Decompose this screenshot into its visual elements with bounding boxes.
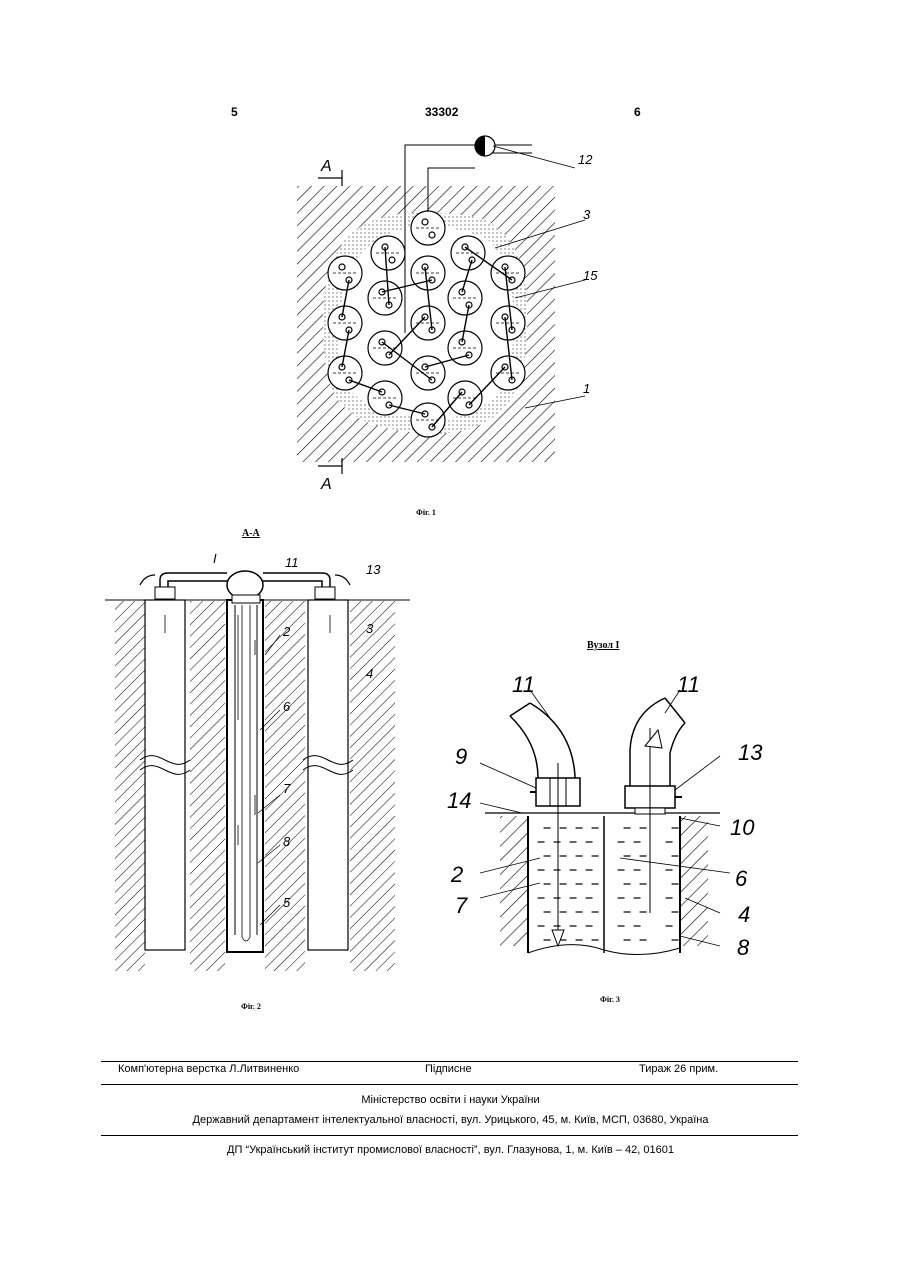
footer-rule-2	[101, 1084, 798, 1085]
well-inlet	[422, 219, 428, 225]
fig2-label-11: 11	[285, 555, 299, 570]
fig3-label-6: 6	[735, 866, 747, 892]
fig2-label-13: 13	[366, 562, 380, 577]
fig3-title: Вузол І	[587, 640, 619, 651]
fig2-caption: Фіг. 2	[241, 1002, 261, 1011]
footer-rule-3	[101, 1135, 798, 1136]
ministry-line: Міністерство освіти і науки України	[0, 1094, 901, 1106]
label-12: 12	[578, 152, 592, 167]
fig1-drawing	[280, 128, 620, 500]
circulation: Тираж 26 прим.	[639, 1063, 718, 1075]
fig3-label-10: 10	[730, 815, 754, 841]
fig3-label-11a: 11	[512, 672, 535, 698]
fig3-label-2: 2	[451, 862, 463, 888]
label-1: 1	[583, 381, 590, 396]
well-outlet	[389, 257, 395, 263]
well-outlet	[429, 232, 435, 238]
layout-credit: Комп'ютерна верстка Л.Литвиненко	[118, 1063, 299, 1075]
fig3-label-4: 4	[738, 902, 750, 928]
fig3-label-8: 8	[737, 935, 749, 961]
left-page-number: 5	[231, 105, 238, 119]
right-page-number: 6	[634, 105, 641, 119]
fig2-drawing	[100, 545, 420, 975]
signed-note: Підписне	[425, 1063, 472, 1075]
fig2-label-8: 8	[283, 834, 290, 849]
fig2-label-7: 7	[283, 781, 290, 796]
fig1-caption: Фіг. 1	[416, 508, 436, 517]
department-line: Державний департамент інтелектуальної вл…	[0, 1114, 901, 1126]
fig3-label-13: 13	[738, 740, 762, 766]
label-3: 3	[583, 207, 590, 222]
fig2-label-I: I	[213, 551, 217, 566]
fig2-label-6: 6	[283, 699, 290, 714]
patent-number: 33302	[425, 105, 458, 119]
fig3-caption: Фіг. 3	[600, 995, 620, 1004]
label-15: 15	[583, 268, 597, 283]
institute-line: ДП “Український інститут промислової вла…	[0, 1144, 901, 1156]
section-mark-bottom: А	[321, 476, 332, 494]
fig3-label-11b: 11	[677, 672, 700, 698]
fig3-label-9: 9	[455, 744, 467, 770]
fig3-label-7: 7	[455, 893, 467, 919]
well-inlet	[339, 264, 345, 270]
section-mark-top: А	[321, 158, 332, 176]
fig2-label-5: 5	[283, 895, 290, 910]
fig2-label-2: 2	[283, 624, 290, 639]
fig3-label-14: 14	[447, 788, 471, 814]
fig2-label-3: 3	[366, 621, 373, 636]
footer-rule-1	[101, 1061, 798, 1062]
fig2-section-title: А-А	[242, 528, 260, 539]
fig2-label-4: 4	[366, 666, 373, 681]
fig3-drawing	[480, 668, 730, 988]
